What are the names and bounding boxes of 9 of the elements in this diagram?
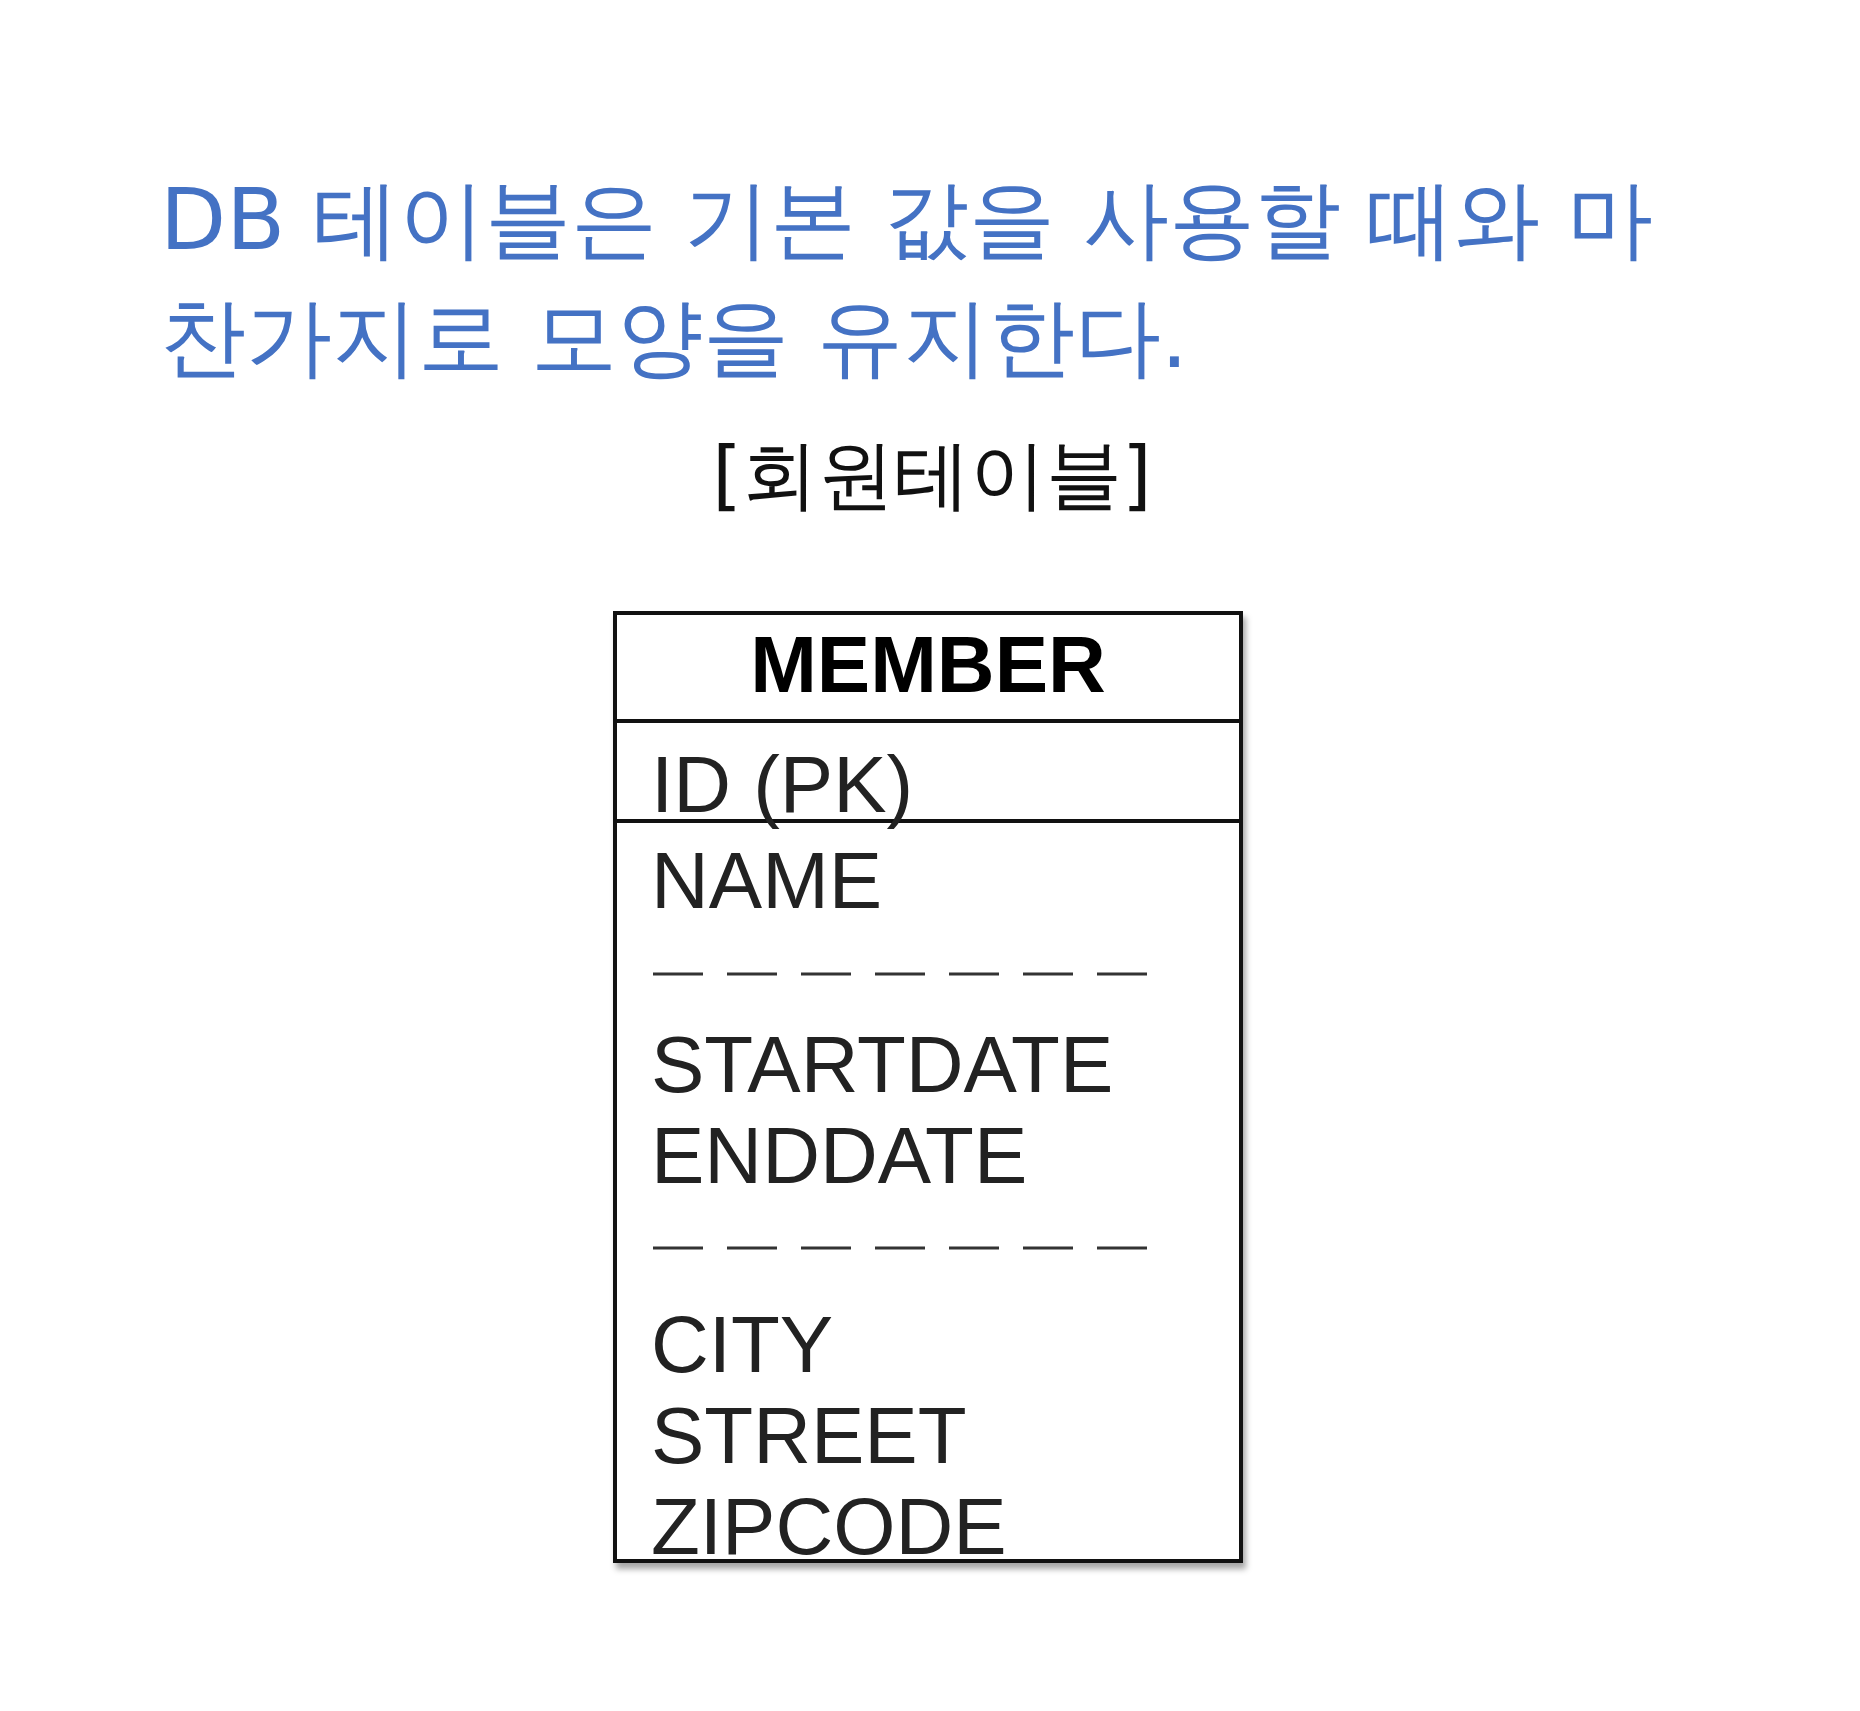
column-name: ENDDATE (651, 1116, 1028, 1196)
column-name: STARTDATE (651, 1025, 1114, 1105)
table-caption: [회원테이블] (711, 429, 1153, 521)
column-name: NAME (651, 841, 883, 921)
table-name: MEMBER (749, 625, 1107, 705)
column-name: CITY (651, 1305, 834, 1385)
column-name: STREET (651, 1396, 967, 1476)
column-name: ZIPCODE (651, 1487, 1007, 1567)
heading: DB 테이블은 기본 값을 사용할 때와 마찬가지로 모양을 유지한다. (160, 168, 1655, 389)
